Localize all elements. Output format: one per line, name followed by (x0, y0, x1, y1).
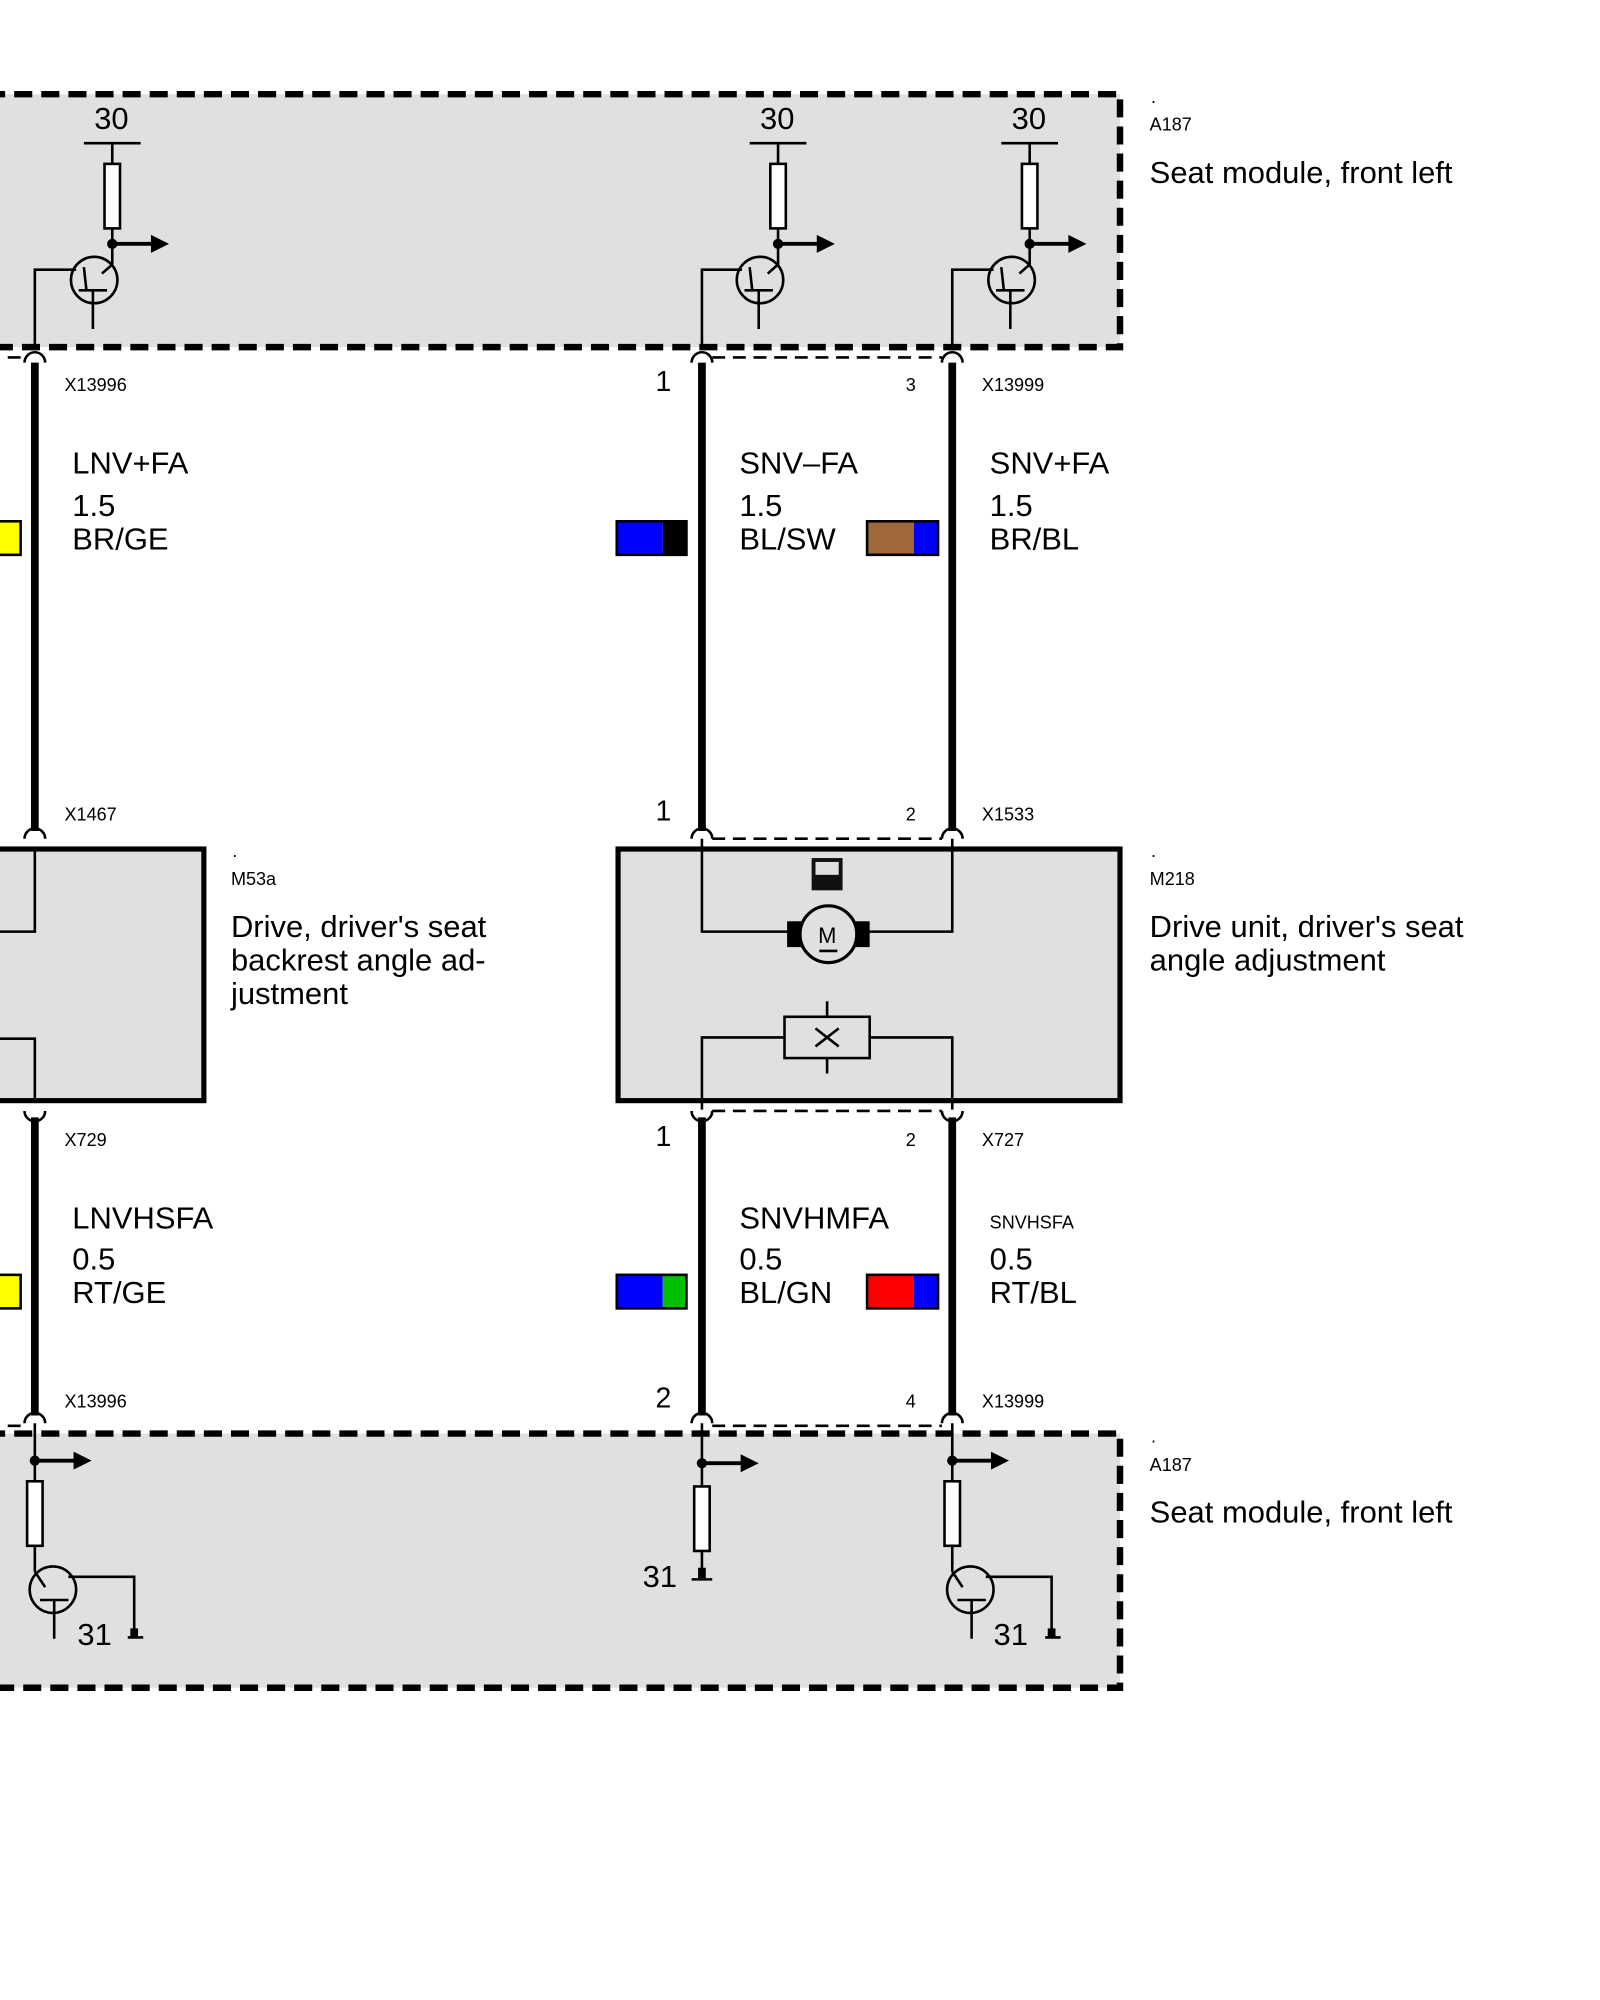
marker-dot: . (232, 841, 237, 861)
wire-name: SNV+FA (990, 446, 1110, 481)
high-side-driver-1 (33, 141, 170, 348)
swatch-border (0, 1273, 22, 1310)
high-side-driver-2 (700, 141, 835, 348)
color-swatch (615, 1273, 688, 1310)
marker-dot: . (1151, 87, 1156, 107)
seat-module-bottom: 31 31 31 . A187 Seat module, front left (0, 1423, 1453, 1691)
wire-color: BR/GE (72, 522, 168, 557)
wire-name: SNVHMFA (739, 1200, 889, 1235)
wire-size: 0.5 (739, 1242, 782, 1277)
pin-number: 3 (906, 375, 916, 395)
color-swatch (0, 1273, 22, 1310)
pin-number: 2 (906, 805, 916, 825)
high-side-driver-3 (950, 141, 1087, 348)
swatch-segment (867, 1274, 914, 1309)
terminal-31-label: 31 (77, 1617, 111, 1652)
wire-size: 1.5 (72, 488, 115, 523)
terminal-30-label: 30 (1012, 101, 1046, 136)
low-side-driver-2 (943, 1423, 1061, 1639)
module-name: Seat module, front left (1150, 155, 1453, 190)
wire-color-swatches (0, 520, 940, 1310)
component-id: M218 (1150, 869, 1195, 889)
pin-number: 1 (655, 796, 671, 828)
swatch-segment (0, 1274, 21, 1309)
component-name: backrest angle ad- (231, 942, 486, 977)
swatch-border (615, 520, 688, 557)
connector-id: X727 (982, 1130, 1024, 1150)
wire-size: 1.5 (990, 488, 1033, 523)
swatch-segment (867, 521, 914, 555)
swatch-segment (616, 1274, 663, 1309)
terminal-31-label: 31 (643, 1559, 677, 1594)
swatch-segment (913, 1274, 939, 1309)
wire-size: 0.5 (990, 1242, 1033, 1277)
wire-name: SNV–FA (739, 446, 858, 481)
component-m53a-box (0, 846, 207, 1104)
color-swatch (865, 1273, 940, 1310)
component-m218-box (615, 846, 1123, 1104)
swatch-border (865, 520, 940, 557)
connector-id: X1533 (982, 805, 1034, 825)
wire-color: BL/SW (739, 522, 836, 557)
component-name: angle adjustment (1150, 942, 1386, 977)
pin-number: 1 (655, 366, 671, 398)
swatch-segment (662, 1274, 687, 1309)
pin-number: 4 (906, 1392, 916, 1412)
wire-size: 0.5 (72, 1242, 115, 1277)
wire-color: RT/BL (990, 1275, 1077, 1310)
wire-name: LNVHSFA (72, 1200, 213, 1235)
component-id: M53a (231, 869, 277, 889)
module-id: A187 (1150, 1455, 1192, 1475)
swatch-border (0, 520, 22, 557)
connector-id: X1467 (65, 805, 117, 825)
connector-id: X13999 (982, 375, 1044, 395)
connector-id: X729 (65, 1130, 107, 1150)
low-side-driver-1 (25, 1423, 144, 1639)
connector-labels: X13996 1 3 X13999 X1467 1 2 X1533 X729 1… (65, 366, 1045, 1415)
pin-number: 2 (906, 1130, 916, 1150)
swatch-border (615, 1273, 688, 1310)
wire-name: SNVHSFA (990, 1212, 1074, 1232)
color-swatch (865, 520, 940, 557)
terminal-30-label: 30 (760, 101, 794, 136)
connector-id: X13996 (65, 375, 127, 395)
wire-color: BL/GN (739, 1275, 832, 1310)
swatch-border (865, 1273, 940, 1310)
wire-size: 1.5 (739, 488, 782, 523)
terminal-30-label: 30 (94, 101, 128, 136)
marker-dot: . (1151, 1427, 1156, 1447)
swatch-segment (616, 521, 663, 555)
module-name: Seat module, front left (1150, 1495, 1453, 1530)
wire-color: BR/BL (990, 522, 1079, 557)
component-name: Drive, driver's seat (231, 909, 487, 944)
hall-sensor-symbol (700, 1001, 954, 1110)
wire-name: LNV+FA (72, 446, 188, 481)
swatch-segment (0, 521, 21, 555)
seat-module-top: 30 30 30 . A187 Seat module, front left (0, 87, 1453, 351)
wire-labels: LNV+FA 1.5 BR/GE SNV–FA 1.5 BL/SW SNV+FA… (72, 446, 1109, 1311)
color-swatch (0, 520, 22, 557)
motor-label: M (818, 923, 836, 948)
component-name: justment (230, 976, 348, 1011)
module-id: A187 (1150, 114, 1192, 134)
swatch-segment (662, 521, 687, 555)
motor-symbol: M (700, 838, 954, 965)
pin-number: 1 (655, 1121, 671, 1153)
pin-number: 2 (655, 1383, 671, 1415)
connector-id: X13999 (982, 1392, 1044, 1412)
swatch-segment (913, 521, 939, 555)
component-name: Drive unit, driver's seat (1150, 909, 1464, 944)
color-swatch (615, 520, 688, 557)
wires (0, 351, 964, 1428)
connector-id: X13996 (65, 1392, 127, 1412)
pull-down-resistor (691, 1423, 759, 1581)
wire-color: RT/GE (72, 1275, 166, 1310)
terminal-31-label: 31 (994, 1617, 1028, 1652)
marker-dot: . (1151, 841, 1156, 861)
